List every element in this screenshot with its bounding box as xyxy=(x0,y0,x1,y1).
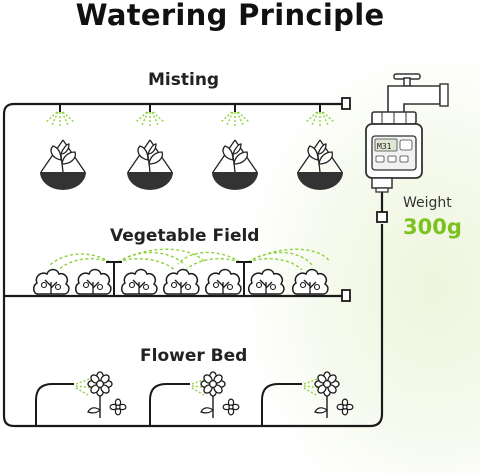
misting-row xyxy=(39,103,344,191)
timer-connector xyxy=(376,211,388,223)
water-timer-device: M31 xyxy=(365,73,449,193)
flower-drips xyxy=(75,377,323,397)
timer-screen-text: M31 xyxy=(377,142,392,151)
weight-value: 300g xyxy=(403,215,462,239)
weight-label: Weight xyxy=(403,195,452,211)
vegetable-row xyxy=(32,248,331,296)
page-title: Watering Principle xyxy=(75,0,385,32)
vegetable-field-label: Vegetable Field xyxy=(110,226,260,246)
flower-bed xyxy=(35,383,302,426)
flowers xyxy=(87,371,354,419)
misting-end-cap xyxy=(341,97,351,110)
flower-bed-label: Flower Bed xyxy=(140,346,248,366)
misting-label: Misting xyxy=(148,70,220,90)
background-glow xyxy=(250,60,480,473)
vegetable-end-cap xyxy=(341,289,351,302)
